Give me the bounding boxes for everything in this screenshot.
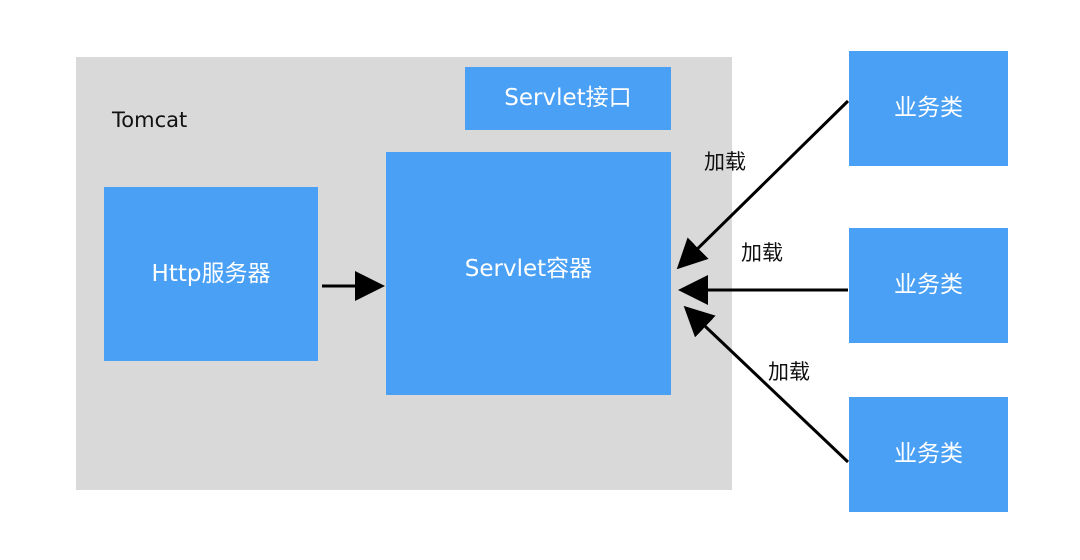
business-class-box: 业务类 (849, 397, 1008, 512)
servlet-container-box: Servlet容器 (386, 152, 671, 395)
load-label: 加载 (704, 150, 746, 174)
load-label: 加载 (768, 360, 810, 384)
http-server-label: Http服务器 (151, 260, 271, 287)
http-server-box: Http服务器 (104, 187, 318, 361)
business-class-label: 业务类 (894, 272, 963, 298)
servlet-container-label: Servlet容器 (464, 256, 593, 282)
servlet-interface-box: Servlet接口 (465, 67, 671, 130)
business-class-label: 业务类 (894, 441, 963, 467)
tomcat-label: Tomcat (112, 108, 188, 132)
business-class-box: 业务类 (849, 51, 1008, 166)
servlet-interface-label: Servlet接口 (504, 85, 632, 111)
business-class-label: 业务类 (894, 95, 963, 121)
business-class-box: 业务类 (849, 228, 1008, 343)
load-label: 加载 (741, 241, 783, 265)
